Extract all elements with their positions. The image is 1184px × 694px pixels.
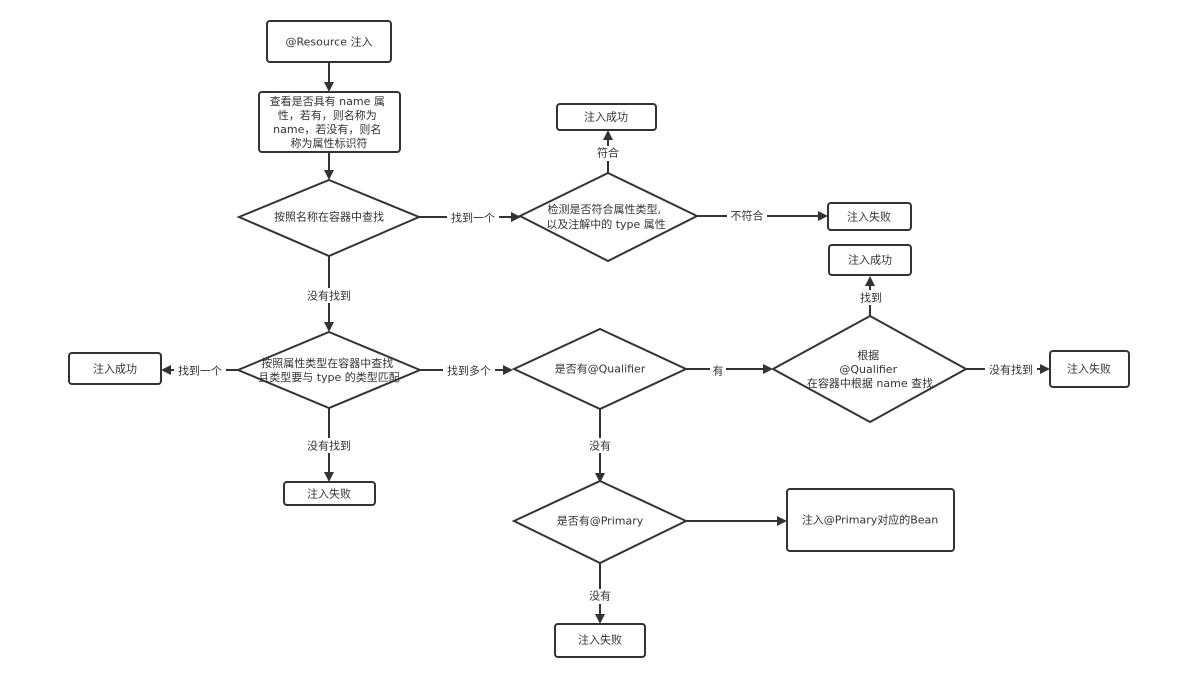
edge-label-has: 有 [713,364,724,378]
node-has-primary-decision: 是否有@Primary [511,479,689,565]
edge-has-primary-to-inject-primary [686,516,787,526]
edge-label-not-found: 没有找到 [989,363,1033,377]
edge-label-no-match: 不符合 [731,209,764,223]
node-qualifier-lookup-decision: 根据 @Qualifier 在容器中根据 name 查找 [770,314,969,424]
node-fail-right: 注入失败 [1049,350,1130,388]
node-label: 注入失败 [307,487,351,501]
node-label: 是否有@Primary [557,514,644,528]
node-fail-bottom: 注入失败 [554,623,646,658]
edge-check-type-to-fail-top: 不符合 [697,209,828,224]
edge-find-by-name-to-find-by-type: 没有找到 [303,256,355,332]
edge-label-match: 符合 [597,146,619,160]
edge-find-by-type-to-has-qualifier: 找到多个 [420,363,513,378]
node-label: 注入失败 [578,633,622,647]
node-label: 注入失败 [1067,362,1111,376]
node-label: 是否有@Qualifier [555,362,646,376]
edge-has-primary-to-fail-bottom: 没有 [586,563,614,624]
edge-start-to-check-name [324,62,334,92]
edge-check-type-to-success-top: 符合 [593,130,623,173]
edge-find-by-type-to-fail-mid: 没有找到 [303,408,355,482]
node-label: 注入成功 [584,110,628,124]
node-fail-top: 注入失败 [827,202,912,231]
node-find-by-name-decision: 按照名称在容器中查找 [236,178,422,258]
edge-label-not-found: 没有找到 [307,439,351,453]
node-resource-injection-start: @Resource 注入 [266,20,392,63]
edge-label-found-many: 找到多个 [447,364,491,378]
node-check-type-decision: 检测是否符合属性类型, 以及注解中的 type 属性 [517,171,700,263]
node-success-right: 注入成功 [828,244,912,276]
node-label: @Resource 注入 [286,35,373,49]
node-label: 注入成功 [93,362,137,376]
node-has-qualifier-decision: 是否有@Qualifier [511,327,689,411]
edge-qualifier-lookup-to-success-right: 找到 [857,276,885,316]
edge-label-found-one: 找到一个 [178,364,222,378]
edge-has-qualifier-to-qualifier-lookup: 有 [686,362,773,378]
edge-label-found: 找到 [860,291,882,305]
node-fail-middle: 注入失败 [283,481,376,506]
node-success-top: 注入成功 [556,103,657,131]
edge-find-by-name-to-check-type: 找到一个 [419,210,521,225]
node-label: 查看是否具有 name 属 性，若有，则名称为 name，若没有，则名 称为属性… [270,94,389,150]
node-find-by-type-decision: 按照属性类型在容器中查找 且类型要与 type 的类型匹配 [235,330,423,410]
edge-label-none: 没有 [589,439,611,453]
edge-qualifier-lookup-to-fail-right: 没有找到 [966,362,1050,377]
node-label: 注入失败 [847,210,891,224]
edge-check-name-to-find-by-name [324,152,334,180]
edge-label-not-found: 没有找到 [307,289,351,303]
node-label: 按照属性类型在容器中查找 且类型要与 type 的类型匹配 [258,356,400,384]
node-success-left: 注入成功 [68,352,162,385]
edge-find-by-type-to-success-left: 找到一个 [161,363,238,378]
edge-has-qualifier-to-has-primary: 没有 [586,409,614,483]
node-label: 根据 @Qualifier 在容器中根据 name 查找 [807,348,933,390]
edge-label-found-one: 找到一个 [451,211,495,225]
node-label: 注入@Primary对应的Bean [802,513,939,527]
edge-label-none: 没有 [589,589,611,603]
node-label: 检测是否符合属性类型, 以及注解中的 type 属性 [546,202,666,231]
node-label: 注入成功 [848,253,892,267]
node-label: 按照名称在容器中查找 [274,210,384,224]
node-inject-primary-bean: 注入@Primary对应的Bean [786,488,955,552]
node-check-name: 查看是否具有 name 属 性，若有，则名称为 name，若没有，则名 称为属性… [258,91,401,153]
